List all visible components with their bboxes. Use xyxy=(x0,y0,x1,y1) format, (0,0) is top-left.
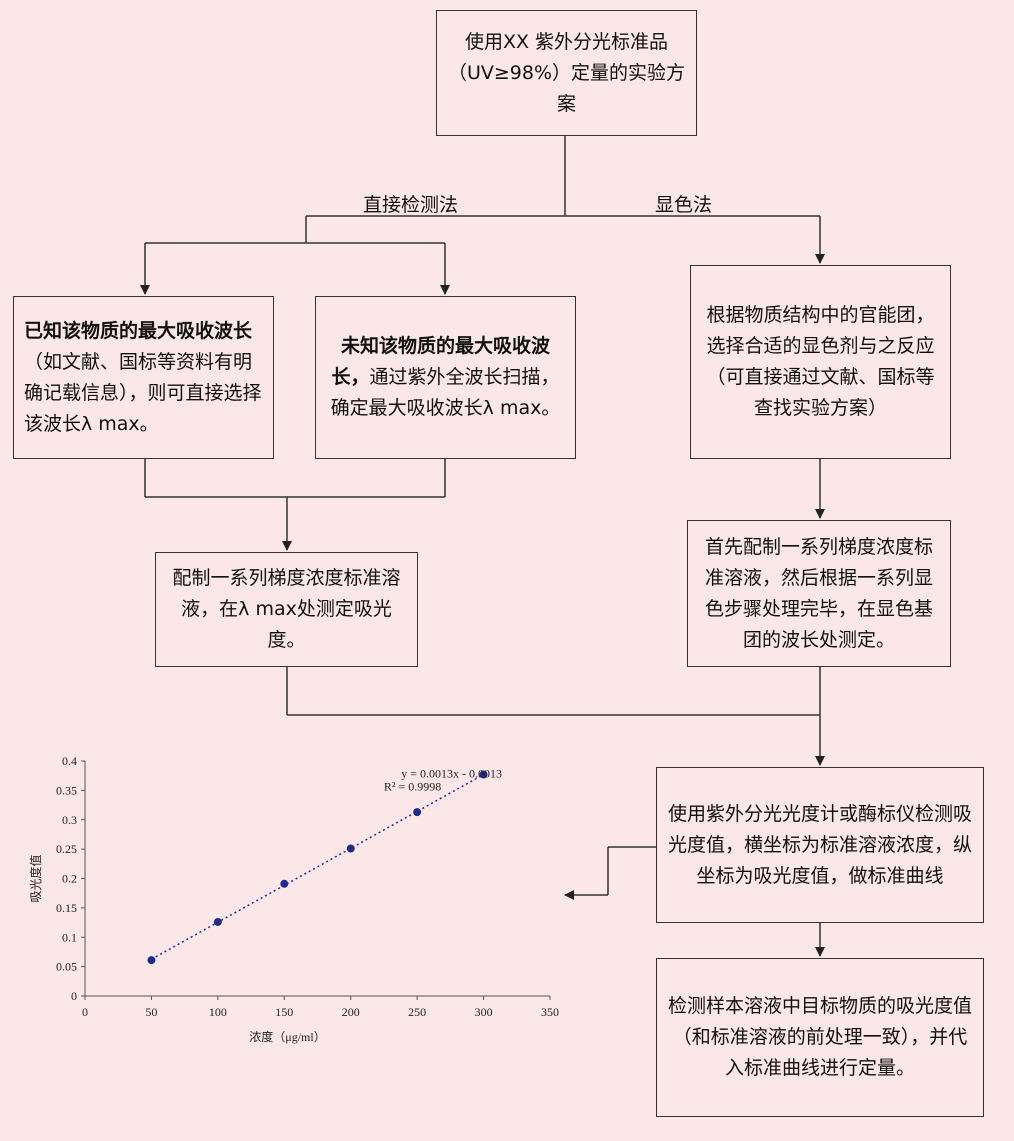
r-squared-label: R² = 0.9998 xyxy=(384,779,441,793)
x-tick-label: 100 xyxy=(209,1005,227,1019)
data-point xyxy=(346,844,355,853)
x-tick-label: 300 xyxy=(475,1005,493,1019)
x-axis-label: 浓度（μg/ml） xyxy=(249,1029,325,1044)
y-tick-label: 0.4 xyxy=(62,754,77,768)
color-step1-text: 根据物质结构中的官能团，选择合适的显色剂与之反应（可直接通过文献、国标等查找实验… xyxy=(706,304,935,419)
direct-step2-text: 配制一系列梯度浓度标准溶液，在λ max处测定吸光度。 xyxy=(172,567,401,651)
color-step1-box: 根据物质结构中的官能团，选择合适的显色剂与之反应（可直接通过文献、国标等查找实验… xyxy=(690,265,951,459)
y-tick-label: 0.2 xyxy=(62,872,77,886)
branch-label-direct: 直接检测法 xyxy=(363,194,459,216)
color-step2-text: 首先配制一系列梯度浓度标准溶液，然后根据一系列显色步骤处理完毕，在显色基团的波长… xyxy=(704,535,933,651)
x-tick-label: 250 xyxy=(408,1005,426,1019)
known-text: （如文献、国标等资料有明确记载信息），则可直接选择该波长λ max。 xyxy=(24,350,262,435)
y-tick-label: 0.3 xyxy=(62,813,77,827)
unknown-wavelength-box: 未知该物质的最大吸收波长，通过紫外全波长扫描，确定最大吸收波长λ max。 xyxy=(315,296,576,459)
data-point xyxy=(280,879,289,888)
direct-step2-box: 配制一系列梯度浓度标准溶液，在λ max处测定吸光度。 xyxy=(155,552,418,667)
y-tick-label: 0.25 xyxy=(56,842,77,856)
known-wavelength-box: 已知该物质的最大吸收波长 （如文献、国标等资料有明确记载信息），则可直接选择该波长… xyxy=(13,296,274,459)
unknown-bold-text: 未知该物质的最大吸收波长， xyxy=(331,335,550,388)
title-text: 使用XX 紫外分光标准品（UV≥98%）定量的实验方案 xyxy=(447,30,686,115)
x-tick-label: 150 xyxy=(275,1005,293,1019)
sample-box: 检测样本溶液中目标物质的吸光度值（和标准溶液的前处理一致），并代入标准曲线进行定… xyxy=(656,958,984,1117)
y-tick-label: 0.15 xyxy=(56,901,77,915)
branch-label-color: 显色法 xyxy=(655,194,713,216)
measure-text: 使用紫外分光光度计或酶标仪检测吸光度值，横坐标为标准溶液浓度，纵坐标为吸光度值，… xyxy=(667,802,972,887)
y-tick-label: 0.1 xyxy=(62,930,77,944)
x-tick-label: 0 xyxy=(82,1005,88,1019)
y-tick-label: 0.35 xyxy=(56,783,77,797)
known-bold-text: 已知该物质的最大吸收波长 xyxy=(24,319,253,342)
x-tick-label: 200 xyxy=(342,1005,360,1019)
trendline xyxy=(151,773,484,960)
standard-curve-chart: 0 50 100 150 200 250 300 350 0 0.05 0.1 0.15 0.2 0.25… xyxy=(28,754,559,1044)
unknown-text: 通过紫外全波长扫描，确定最大吸收波长λ max。 xyxy=(330,366,561,419)
data-point xyxy=(147,956,156,965)
y-tick-label: 0 xyxy=(71,989,77,1003)
data-point xyxy=(213,917,222,926)
measure-box: 使用紫外分光光度计或酶标仪检测吸光度值，横坐标为标准溶液浓度，纵坐标为吸光度值，… xyxy=(656,767,984,923)
color-step2-box: 首先配制一系列梯度浓度标准溶液，然后根据一系列显色步骤处理完毕，在显色基团的波长… xyxy=(687,520,951,667)
sample-text: 检测样本溶液中目标物质的吸光度值（和标准溶液的前处理一致），并代入标准曲线进行定… xyxy=(667,995,972,1079)
y-axis-label: 吸光度值 xyxy=(28,854,43,902)
data-point xyxy=(479,770,488,779)
equation-label: y = 0.0013x - 0.0013 xyxy=(401,766,502,780)
x-tick-label: 350 xyxy=(541,1005,559,1019)
x-tick-label: 50 xyxy=(145,1005,157,1019)
data-point xyxy=(413,808,422,817)
y-tick-label: 0.05 xyxy=(56,960,77,974)
title-box: 使用XX 紫外分光标准品（UV≥98%）定量的实验方案 xyxy=(436,10,697,136)
